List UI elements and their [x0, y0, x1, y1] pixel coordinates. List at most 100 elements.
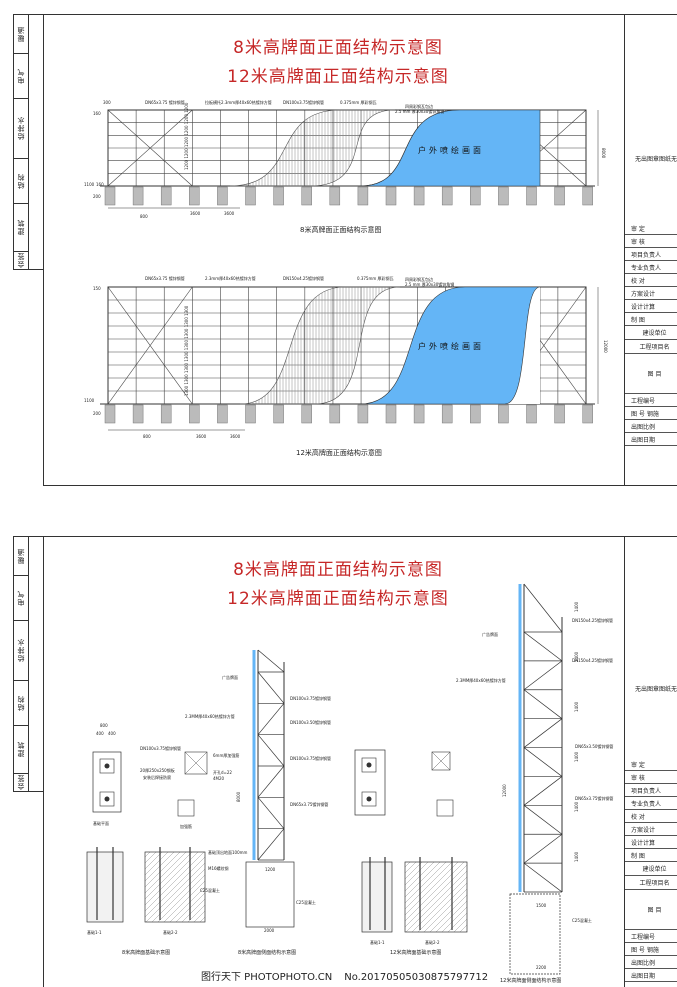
drawing-sheet-1: 暖通 电气 给排水 结构 建筑 会签 8米高牌面正面结构示意图 12米高牌面正面…	[0, 0, 677, 490]
dim-verticals-8m: 1200 1200 1200 1200 1200 1200	[184, 102, 189, 170]
plate-detail-8m: 加强筋 DN100x3.75镀锌钢管 20厚250x250钢板 安装后焊接防腐 …	[140, 745, 239, 829]
sign-off-blank-column-2	[29, 536, 43, 792]
title-block-row: 出图比例	[625, 420, 677, 433]
dim-2200: 2200	[536, 965, 547, 970]
segment-dim: 1400	[574, 651, 579, 662]
label-edge-wrap: 四周彩钢瓦包边	[405, 103, 433, 109]
footing	[301, 186, 312, 206]
title-block-row: 审 核	[625, 235, 677, 248]
side-structure-8m: 广告牌面 DN100x3.75镀锌钢管 2.3MM厚40x60热镀锌方管 DN1…	[185, 649, 331, 956]
caption-found-12m: 12米高牌面基础示意图	[390, 949, 441, 956]
print-panel-12m	[359, 286, 541, 405]
label-4m20: 4M20	[213, 776, 225, 781]
dim-12000-side: 12000	[502, 784, 507, 797]
dim-150: 150	[93, 286, 101, 291]
caption-found-8m: 8米高牌面基础示意图	[122, 949, 170, 956]
label-dn150-a: DN150x4.25镀锌钢管	[572, 617, 613, 623]
dim-800-12: 800	[143, 434, 151, 439]
footings-8m	[104, 186, 593, 206]
label-6mm: 6mm厚加强筋	[213, 752, 239, 758]
title-block-note: 无出图章图纸无	[635, 156, 677, 163]
dim-400-a: 400	[96, 731, 104, 736]
sheet-gap	[0, 490, 677, 522]
footing	[498, 404, 509, 424]
truss-top	[257, 649, 285, 673]
brace	[107, 109, 193, 187]
title-block-row: 出图日期	[625, 433, 677, 446]
footing	[441, 186, 453, 206]
dim-3600-a-12: 3600	[196, 434, 207, 439]
panel-text-12m: 户外喷绘画面	[418, 341, 484, 351]
dim-200-12: 200	[93, 411, 101, 416]
sign-cell-architecture-2: 建筑	[14, 725, 28, 774]
title-block-row: 项目负责人	[625, 784, 677, 797]
footing	[357, 404, 369, 424]
title-12m-sheet2: 12米高牌面正面结构示意图	[227, 589, 449, 609]
footing	[217, 186, 228, 206]
label-m16: M16螺纹钢	[208, 865, 229, 871]
truss-diagonal	[523, 689, 563, 719]
footing	[189, 186, 200, 206]
caption-side-12m: 12米高牌面侧面结构示意图	[500, 977, 561, 984]
label-square-tube: 拉板横托2.3mm厚40x60热镀锌方管	[205, 99, 272, 105]
drawing-frame	[43, 14, 677, 486]
label-c25-12m: C25混凝土	[572, 917, 592, 923]
foundation-sections-8m: 基础1-1 基础2-2 基础顶出地面100mm M16螺纹钢 C25混凝土 8米…	[86, 847, 248, 956]
title-block-row: 专业负责人	[625, 261, 677, 274]
label-dn65-12: DN65x3.75 镀锌钢管	[145, 275, 185, 281]
title-block-row: 审 定	[625, 758, 677, 771]
title-block-row: 图 目	[625, 354, 677, 394]
dim-800: 800	[140, 214, 148, 219]
sign-off-strip-2: 暖通 电气 给排水 结构 建筑 会签	[13, 536, 29, 792]
dim-3600-b-12: 3600	[230, 434, 241, 439]
label-dn65-a-12m: DN65x3.50镀锌钢管	[575, 743, 613, 749]
dim-1100: 1100	[84, 182, 95, 187]
truss-diagonal	[523, 862, 563, 893]
title-block-row: 制 图	[625, 849, 677, 862]
watermark-number: No.20170505030875797712	[344, 972, 489, 983]
sign-cell-hvac: 暖通	[14, 15, 28, 54]
footing	[217, 404, 228, 424]
title-block-row: 建设单位	[625, 862, 677, 876]
dim-300: 300	[103, 100, 111, 105]
dim-12000: 12000	[603, 340, 608, 353]
label-dn100-c-8m: DN100x3.75镀锌钢管	[290, 755, 331, 761]
truss-diagonal	[257, 765, 285, 798]
label-dn150-b: DN150x4.25镀锌钢管	[572, 657, 613, 663]
caption-base-plan-8m: 基础平面	[93, 820, 109, 826]
footing	[413, 404, 425, 424]
dim-1500: 1500	[536, 903, 547, 908]
caption-side-8m: 8米高牌面侧面结构示意图	[238, 949, 296, 956]
foundation-12m: 基础1-1 基础2-2 12米高牌面基础示意图	[354, 749, 468, 956]
title-block-row: 校 对	[625, 810, 677, 823]
label-steel-tile: 0.375mm 厚彩钢瓦	[340, 99, 377, 105]
title-block-note-2: 无出图章图纸无	[635, 686, 677, 693]
dim-1100-12: 1100	[84, 398, 95, 403]
footing	[526, 186, 537, 206]
caption-8m: 8米高牌面正面结构示意图	[300, 225, 381, 234]
footing	[329, 404, 341, 424]
dim-160-top: 160	[93, 111, 101, 116]
dim-3600-b: 3600	[224, 211, 235, 216]
segment-dim: 1400	[574, 701, 579, 712]
label-sq-tube-8m: 2.3MM厚40x60热镀锌方管	[185, 713, 235, 719]
truss-diagonal	[523, 805, 563, 835]
footing	[104, 186, 116, 206]
panel-text-8m: 户外喷绘画面	[418, 145, 484, 155]
label-dn100-a-8m: DN100x3.75镀锌钢管	[290, 695, 331, 701]
label-stiffener: 加强筋	[180, 823, 192, 829]
sign-off-blank-column	[29, 14, 43, 270]
footing	[273, 186, 284, 206]
dim-verticals-12m: 1300 1300 1300 1300 1300 1300 1300 1300	[184, 305, 189, 396]
panel-8m-front: 户外喷绘画面 DN65x3.75 镀锌钢管 拉板横托2.3mm厚40x60热镀锌…	[84, 99, 606, 234]
footing	[245, 186, 256, 206]
caption-jz2-12m: 基础2-2	[425, 939, 440, 945]
footing	[301, 404, 312, 424]
dim-8000-side: 8000	[236, 791, 241, 802]
label-angle-steel-12: 2.5 mm 厚30x30镀锌角钢	[405, 281, 454, 287]
footing	[413, 186, 425, 206]
truss-diagonal	[257, 797, 285, 829]
footing	[582, 186, 593, 206]
